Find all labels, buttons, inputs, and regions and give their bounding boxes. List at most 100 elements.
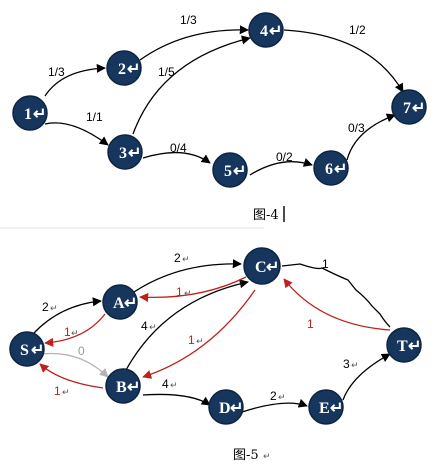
edge-label-S-B: 0	[78, 344, 85, 358]
edge-label-S-A: 2	[42, 300, 49, 314]
node-C: C ↵	[243, 247, 281, 285]
svg-text:↵: ↵	[31, 342, 44, 359]
svg-text:↵: ↵	[351, 361, 359, 371]
svg-text:3: 3	[119, 145, 127, 162]
edge-T-C	[283, 278, 391, 331]
node-7: 7 ↵	[391, 89, 427, 125]
svg-text:↵: ↵	[127, 61, 140, 78]
edge-label-A-S: 1	[64, 325, 71, 339]
node-S: S ↵	[9, 331, 45, 367]
svg-text:↵: ↵	[182, 255, 190, 265]
edge-label-5-6: 0/2	[276, 150, 293, 164]
svg-text:↵: ↵	[184, 289, 192, 299]
svg-text:↵: ↵	[196, 337, 204, 347]
edge-label-3-4: 1/5	[158, 65, 175, 79]
edge-label-B-D: 4	[162, 377, 169, 391]
edge-4-7	[283, 29, 404, 93]
svg-text:↵: ↵	[62, 388, 70, 398]
edge-E-T	[342, 353, 391, 401]
svg-text:↵: ↵	[33, 106, 46, 123]
svg-text:B: B	[116, 379, 127, 396]
edge-B-D	[142, 393, 211, 406]
figure-5-caption: 图-5	[233, 448, 259, 463]
edge-6-7	[346, 113, 396, 161]
edge-label-C-B: 1	[188, 333, 195, 347]
edge-label-2-4: 1/3	[180, 13, 197, 27]
svg-text:↵: ↵	[266, 259, 279, 276]
edge-2-4	[139, 25, 249, 61]
edge-label-6-7: 0/3	[348, 121, 365, 135]
svg-text:↵: ↵	[149, 323, 157, 333]
edge-C-B	[142, 289, 256, 379]
node-T: T ↵	[386, 327, 422, 363]
edge-S-B	[41, 352, 109, 378]
node-E: E ↵	[308, 389, 344, 425]
svg-text:↵: ↵	[71, 329, 79, 339]
svg-text:↵: ↵	[408, 338, 421, 355]
node-2: 2 ↵	[106, 50, 142, 86]
svg-text:C: C	[255, 259, 267, 276]
svg-text:↵: ↵	[230, 400, 243, 417]
node-1: 1 ↵	[12, 95, 48, 131]
edge-label-C-T: 1	[322, 257, 329, 271]
edge-C-T	[281, 263, 391, 328]
edge-label-E-T: 3	[343, 357, 350, 371]
edge-S-A	[32, 297, 102, 335]
figure-5: 2 ↵ 1 ↵ 0 1 ↵ 2 ↵ 1 ↵ 4 ↵ 1 ↵ 1 1 4 ↵ 2 …	[9, 247, 422, 463]
node-4: 4 ↵	[248, 12, 284, 48]
svg-text:↵: ↵	[330, 400, 343, 417]
svg-text:↵: ↵	[263, 452, 271, 462]
node-D: D ↵	[208, 389, 244, 425]
svg-text:↵: ↵	[269, 23, 282, 40]
edge-label-1-3: 1/1	[86, 110, 103, 124]
edge-D-E	[241, 398, 308, 413]
svg-text:D: D	[219, 400, 231, 417]
edge-1-3	[44, 122, 109, 146]
svg-text:↵: ↵	[50, 304, 58, 314]
edge-C-A	[139, 276, 247, 302]
svg-text:S: S	[20, 342, 29, 359]
edge-5-6	[249, 158, 313, 176]
svg-text:↵: ↵	[334, 161, 347, 178]
svg-text:A: A	[113, 295, 125, 312]
node-A: A ↵	[102, 284, 138, 320]
edge-label-1-2: 1/3	[48, 65, 65, 79]
svg-text:6: 6	[325, 161, 333, 178]
edge-3-5	[142, 151, 211, 164]
figure-4-caption: 图-4	[253, 208, 279, 223]
node-6: 6 ↵	[313, 150, 349, 186]
svg-text:↵: ↵	[170, 381, 178, 391]
node-5: 5 ↵	[212, 152, 248, 188]
svg-text:↵: ↵	[128, 145, 141, 162]
svg-text:2: 2	[118, 61, 126, 78]
edge-label-A-C: 2	[174, 251, 181, 265]
svg-text:↵: ↵	[233, 163, 246, 180]
svg-text:5: 5	[224, 163, 232, 180]
svg-text:1: 1	[24, 106, 32, 123]
edge-label-C-A: 1	[176, 285, 183, 299]
edge-label-B-S: 1	[54, 384, 61, 398]
svg-text:↵: ↵	[278, 393, 286, 403]
svg-text:↵: ↵	[412, 100, 425, 117]
figure-4: 1/3 1/1 1/3 1/5 0/4 0/2 1/2 0/3 1 ↵ 2 ↵ …	[12, 12, 427, 223]
edge-label-D-E: 2	[270, 389, 277, 403]
edge-B-C	[125, 279, 249, 371]
edge-1-2	[44, 63, 106, 97]
edge-label-3-5: 0/4	[170, 141, 187, 155]
svg-text:T: T	[397, 338, 408, 355]
edge-3-4	[132, 35, 251, 135]
edge-A-S	[44, 313, 106, 347]
edge-A-C	[133, 259, 242, 293]
node-B: B ↵	[105, 368, 141, 404]
node-3: 3 ↵	[107, 134, 143, 170]
svg-text:4: 4	[260, 23, 268, 40]
svg-text:↵: ↵	[127, 379, 140, 396]
edge-B-S	[39, 363, 104, 389]
svg-text:↵: ↵	[124, 295, 137, 312]
svg-text:7: 7	[403, 100, 411, 117]
edge-label-4-7: 1/2	[349, 23, 366, 37]
svg-text:E: E	[319, 400, 330, 417]
edge-label-T-C: 1	[307, 317, 314, 331]
